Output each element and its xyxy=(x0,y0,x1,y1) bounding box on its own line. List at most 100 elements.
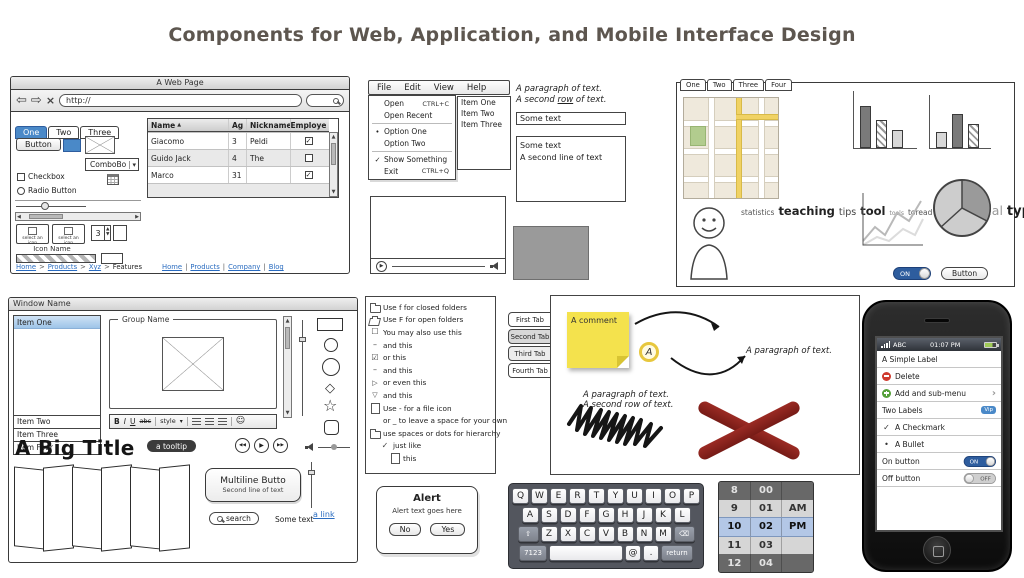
table-header-row[interactable]: Name▲ Ag Nickname Employe xyxy=(148,119,329,132)
list-item[interactable]: Item Two xyxy=(461,109,495,118)
bold-button[interactable]: B xyxy=(114,416,120,426)
quantity-stepper[interactable]: 3 ▲▼ xyxy=(91,225,112,241)
chevron-down-icon[interactable]: ▾ xyxy=(179,417,183,425)
film-frame[interactable] xyxy=(159,464,190,552)
multiline-button[interactable]: Multiline Butto Second line of text xyxy=(205,468,301,502)
key[interactable]: A xyxy=(521,507,539,523)
scrollbar-thumb[interactable] xyxy=(331,143,336,165)
crumb-link[interactable]: Home xyxy=(16,263,37,271)
table-scrollbar[interactable]: ▲▼ xyxy=(329,132,338,197)
scroll-down-icon[interactable]: ▼ xyxy=(285,410,290,416)
period-key[interactable]: . xyxy=(643,545,659,561)
key[interactable]: K xyxy=(654,507,672,523)
stop-icon[interactable]: × xyxy=(45,94,56,107)
key[interactable]: O xyxy=(664,488,681,504)
vertical-scrollbar[interactable]: ▲▼ xyxy=(283,316,292,418)
video-progress[interactable] xyxy=(392,265,485,267)
browser-search-input[interactable] xyxy=(306,94,344,107)
space-key[interactable] xyxy=(549,545,623,561)
key[interactable]: Z xyxy=(540,526,558,542)
list-item[interactable]: Item Three xyxy=(14,428,100,441)
slider[interactable] xyxy=(16,202,86,210)
menu-row-bullet[interactable]: •A Bullet xyxy=(877,436,1001,453)
map-widget[interactable] xyxy=(683,97,779,199)
vertical-slider[interactable] xyxy=(299,320,306,416)
toggle-off[interactable]: OFF xyxy=(963,472,996,484)
text-input[interactable]: Some text xyxy=(516,112,626,125)
key[interactable]: G xyxy=(597,507,615,523)
key[interactable]: X xyxy=(559,526,577,542)
combobox[interactable]: ComboBo▾ xyxy=(85,158,139,171)
menu-row-on[interactable]: On button ON xyxy=(877,453,1001,470)
list-item[interactable]: Item Four xyxy=(14,441,100,454)
scroll-up-icon[interactable]: ▲ xyxy=(331,134,336,140)
cover-flow[interactable] xyxy=(14,464,190,552)
tag[interactable]: teaching xyxy=(778,204,835,218)
key[interactable]: R xyxy=(569,488,586,504)
crumb-link[interactable]: Products xyxy=(47,263,78,271)
menu-row-add[interactable]: Add and sub-menu› xyxy=(877,385,1001,402)
tab-second[interactable]: Second Tab xyxy=(508,329,552,344)
toggle-on[interactable]: ON xyxy=(893,267,931,280)
backspace-key[interactable]: ⌫ xyxy=(673,526,695,542)
column-header[interactable]: Employe xyxy=(290,119,326,131)
list-item[interactable]: Item Two xyxy=(14,415,100,428)
column-header[interactable]: Ag xyxy=(228,119,246,131)
align-left-icon[interactable] xyxy=(191,417,201,426)
menu-item-show-something[interactable]: ✓Show Something xyxy=(374,155,448,165)
tab-two[interactable]: Two xyxy=(706,79,732,91)
menu-row-delete[interactable]: Delete xyxy=(877,368,1001,385)
tree-item[interactable]: just like xyxy=(369,440,492,453)
tree-item[interactable]: Use F for open folders xyxy=(369,314,492,327)
tag[interactable]: statistics xyxy=(741,208,775,217)
nav-link[interactable]: Home xyxy=(162,263,183,271)
menu-item-open-recent[interactable]: Open Recent xyxy=(384,110,433,120)
tab-four[interactable]: Four xyxy=(765,79,792,91)
key[interactable]: C xyxy=(578,526,596,542)
tree-item[interactable]: or this xyxy=(369,351,492,364)
smiley-icon[interactable]: ☺ xyxy=(235,416,246,426)
scroll-right-icon[interactable]: ▶ xyxy=(135,213,139,220)
tab-third[interactable]: Third Tab xyxy=(508,346,552,361)
scrollbar-thumb[interactable] xyxy=(285,327,290,349)
icon-well[interactable] xyxy=(113,225,127,241)
list-item-selected[interactable]: Item One xyxy=(14,316,100,329)
menu-edit[interactable]: Edit xyxy=(404,82,421,93)
scroll-left-icon[interactable]: ◀ xyxy=(17,213,21,220)
slider-knob[interactable] xyxy=(299,337,306,343)
at-key[interactable]: @ xyxy=(625,545,641,561)
checkbox-control[interactable]: Checkbox xyxy=(17,172,65,181)
search-box[interactable]: search xyxy=(209,512,259,525)
menu-item-option-one[interactable]: •Option One xyxy=(369,126,455,138)
bullet-list-icon[interactable] xyxy=(217,417,227,426)
yes-button[interactable]: Yes xyxy=(430,523,466,536)
forward-icon[interactable]: ⇨ xyxy=(30,93,42,108)
menu-view[interactable]: View xyxy=(433,82,454,93)
key[interactable]: S xyxy=(540,507,558,523)
tree-item[interactable]: use spaces or dots for hierarchy xyxy=(369,427,500,440)
play-icon[interactable]: ▶ xyxy=(376,260,387,272)
tree-item[interactable]: and this xyxy=(369,389,492,402)
return-key[interactable]: return xyxy=(661,545,693,561)
underline-button[interactable]: U xyxy=(129,416,136,426)
nav-link[interactable]: Company xyxy=(228,263,261,271)
color-swatch[interactable] xyxy=(63,139,81,152)
row-checkbox[interactable]: ✓ xyxy=(304,137,313,145)
tree-item[interactable]: or even this xyxy=(369,377,492,390)
tree-item[interactable]: Use f for closed folders xyxy=(369,301,492,314)
vertical-slider[interactable] xyxy=(308,462,315,508)
tab-fourth[interactable]: Fourth Tab xyxy=(508,363,552,378)
stepper-down-icon[interactable]: ▼ xyxy=(106,232,110,237)
scroll-down-icon[interactable]: ▼ xyxy=(331,189,336,195)
key[interactable]: H xyxy=(616,507,634,523)
button[interactable]: Button xyxy=(16,138,61,151)
menu-row-off[interactable]: Off button OFF xyxy=(877,470,1001,487)
film-frame[interactable] xyxy=(72,466,103,550)
play-button[interactable]: ▶ xyxy=(254,438,269,453)
browser-titlebar[interactable]: A Web Page xyxy=(11,77,349,90)
key[interactable]: B xyxy=(616,526,634,542)
